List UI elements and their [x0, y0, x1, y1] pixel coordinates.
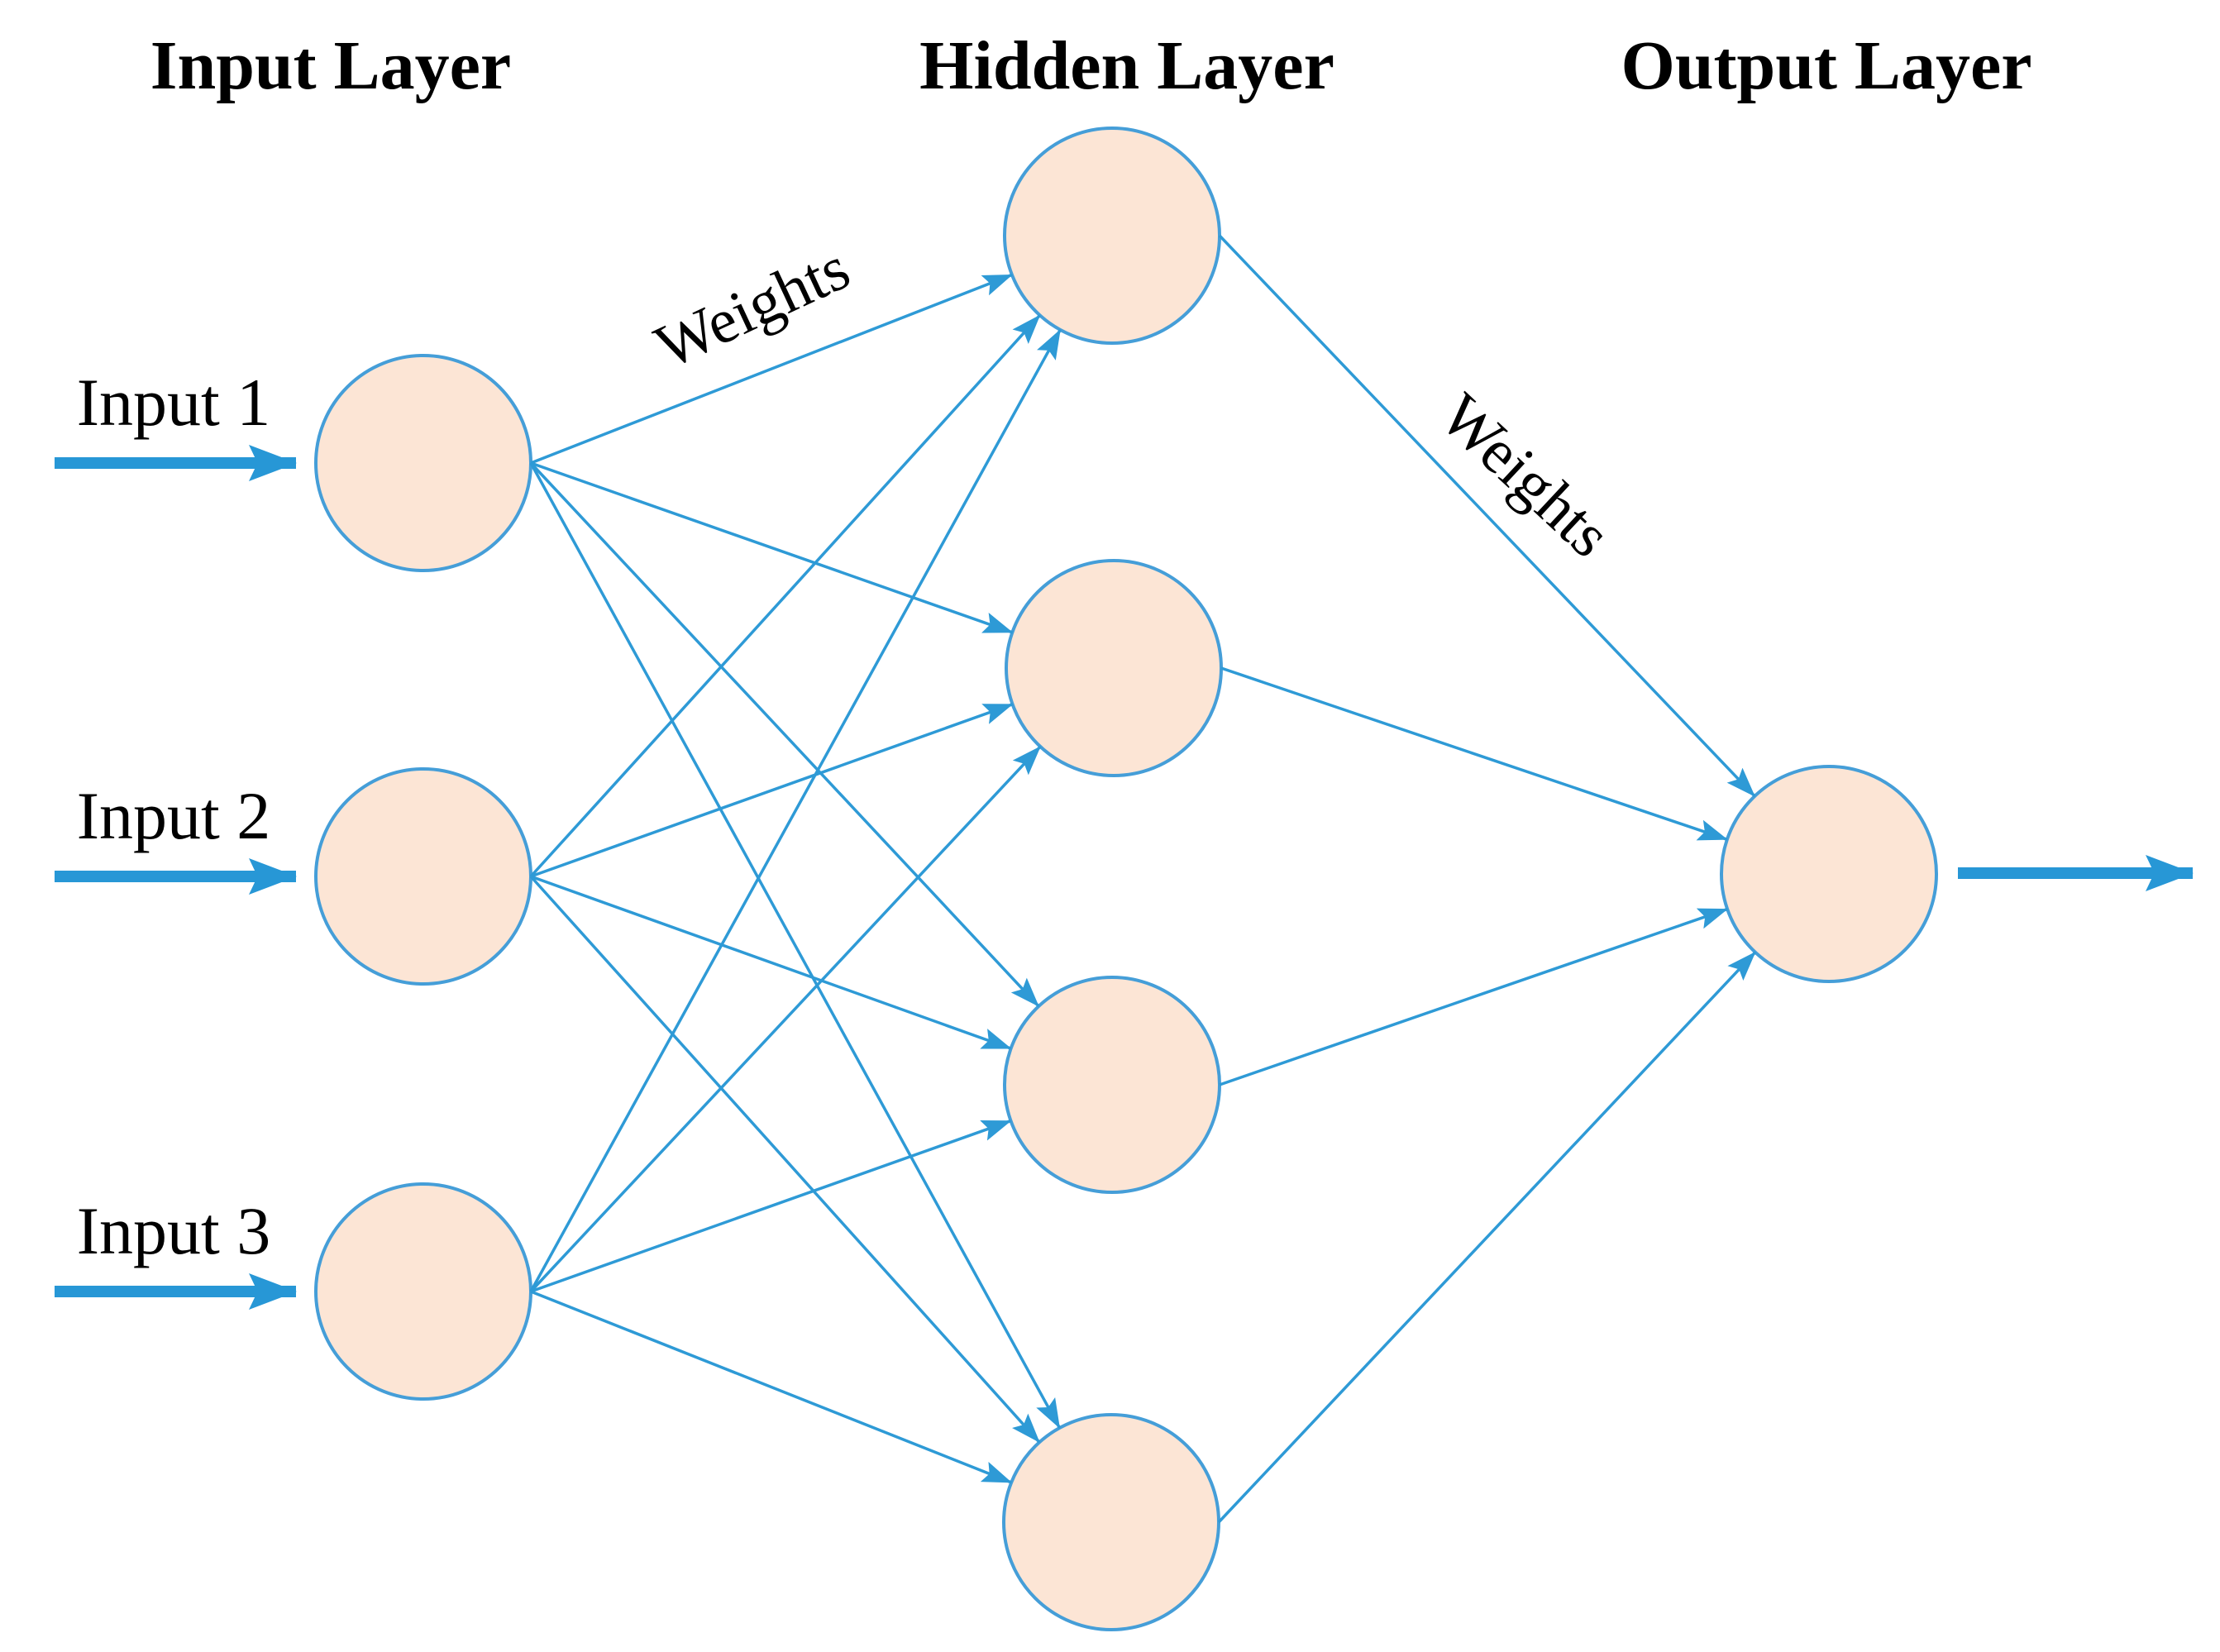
input-1-label: Input 1 [76, 365, 271, 440]
hidden-node-3 [1003, 976, 1221, 1194]
edge-input3-hidden3 [530, 1119, 1012, 1293]
edge-input3-hidden2 [529, 745, 1042, 1293]
edge-input1-hidden3 [529, 461, 1040, 1008]
edge-hidden4-output1 [1217, 951, 1757, 1524]
input-2-label: Input 2 [76, 778, 271, 853]
hidden-node-1 [1003, 127, 1221, 345]
input-node-1 [314, 354, 532, 572]
edge-input1-hidden2 [530, 461, 1014, 634]
edge-input1-hidden1 [530, 273, 1013, 465]
edge-input3-hidden1 [529, 329, 1062, 1292]
hidden-node-2 [1005, 559, 1223, 777]
input-node-2 [314, 767, 532, 986]
edge-input2-hidden3 [530, 875, 1012, 1050]
hidden-layer-title: Hidden Layer [919, 27, 1334, 104]
hidden-node-4 [1002, 1413, 1220, 1631]
edge-input2-hidden2 [530, 703, 1014, 878]
edge-input1-hidden4 [529, 462, 1062, 1429]
input-3-label: Input 3 [76, 1193, 271, 1268]
edge-hidden2-output1 [1220, 666, 1728, 841]
edge-input2-hidden4 [529, 875, 1041, 1444]
output-layer-title: Output Layer [1621, 27, 2032, 104]
edge-input2-hidden1 [529, 314, 1041, 878]
input-layer-title: Input Layer [150, 27, 512, 104]
input-node-3 [314, 1182, 532, 1401]
edge-hidden1-output1 [1218, 234, 1756, 798]
edge-hidden3-output1 [1219, 907, 1729, 1086]
edge-input3-hidden4 [530, 1290, 1013, 1484]
output-node-1 [1720, 765, 1938, 983]
